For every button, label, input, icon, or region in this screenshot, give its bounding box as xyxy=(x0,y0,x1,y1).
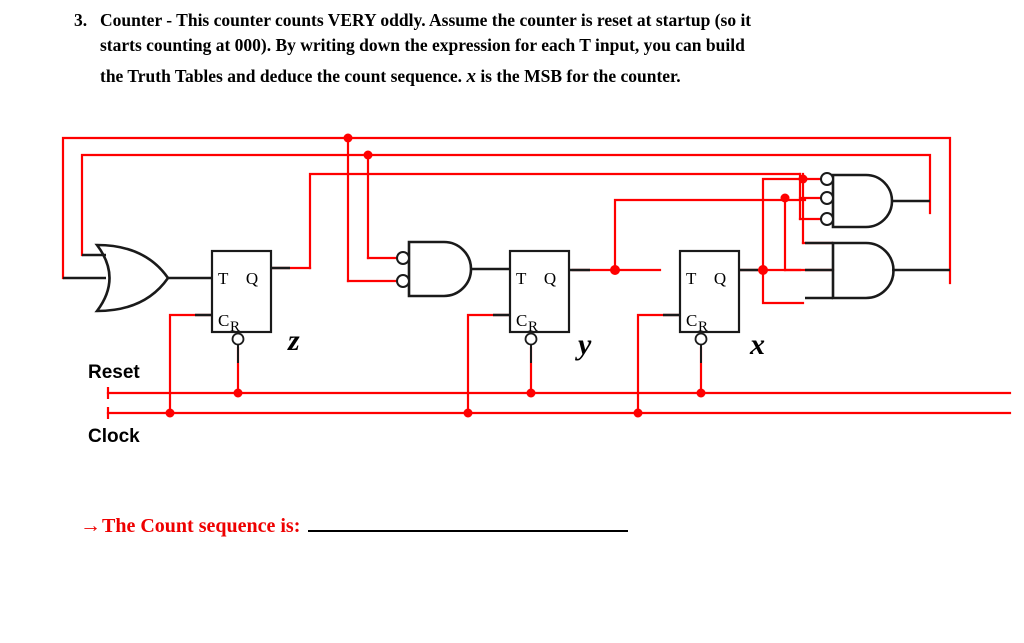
and-gate-2-body xyxy=(831,173,894,229)
or-gate-1-body xyxy=(94,243,170,313)
ff-x-state-label: x xyxy=(749,328,765,361)
question-text: Counter - This counter counts VERY oddly… xyxy=(100,8,954,91)
ff-z-box xyxy=(210,249,273,334)
junction-dot-reset-x xyxy=(696,388,706,398)
wire-x-q-to-and3-input3 xyxy=(761,268,805,305)
ff-x-reset-bubble xyxy=(694,332,708,346)
ff-x-pin-r: R xyxy=(698,319,708,335)
and-gate-2 xyxy=(820,172,930,229)
and-gate-3-body xyxy=(831,241,895,300)
feedback-wire-and3-to-or-input2 xyxy=(61,136,952,285)
ff-x-pin-c: C xyxy=(686,311,697,330)
ff-y-pin-t: T xyxy=(516,269,527,288)
wire-junction-dots xyxy=(165,133,808,418)
ff-y-state-label: y xyxy=(575,328,592,361)
ff-x: T Q C R x xyxy=(663,249,765,363)
wire-x-q-to-and2-input1 xyxy=(761,177,807,272)
and-gate-2-input3-bubble xyxy=(820,212,834,226)
ff-z-pin-c: C xyxy=(218,311,229,330)
and-gate-1-input1-bubble xyxy=(396,251,410,265)
junction-dot-busB-and1 xyxy=(363,150,373,160)
question-line-3-part1: the Truth Tables and deduce the count se… xyxy=(100,65,467,86)
ff-z-reset-bubble xyxy=(231,332,245,346)
and-gate-3 xyxy=(805,241,950,300)
arrow-right-icon: → xyxy=(80,513,101,537)
question-block: 3. Counter - This counter counts VERY od… xyxy=(74,8,954,91)
junction-dot-x-q xyxy=(758,265,768,275)
question-line-2: starts counting at 000). By writing down… xyxy=(100,34,745,55)
junction-dot-busA-and1 xyxy=(343,133,353,143)
and-gate-2-input2-bubble xyxy=(820,191,834,205)
msb-variable-label: x xyxy=(466,65,476,87)
ff-y-pin-q: Q xyxy=(544,269,556,288)
ff-z: T Q C R z xyxy=(195,249,300,363)
ff-z-pin-t: T xyxy=(218,269,229,288)
question-line-1: Counter - This counter counts VERY oddly… xyxy=(100,10,752,30)
junction-dot-y-q xyxy=(610,265,620,275)
circuit-svg: T Q C R z T Q C xyxy=(61,133,1012,447)
ff-z-state-label: z xyxy=(287,324,300,357)
question-row: 3. Counter - This counter counts VERY od… xyxy=(74,8,954,91)
junction-dot-reset-y xyxy=(526,388,536,398)
or-gate-1 xyxy=(63,243,212,313)
ff-x-pin-q: Q xyxy=(714,269,726,288)
wire-y-q-rail xyxy=(613,198,807,272)
ff-z-pin-q: Q xyxy=(246,269,258,288)
junction-dot-reset-z xyxy=(233,388,243,398)
and-gate-1-input2-bubble xyxy=(396,274,410,288)
junction-dot-and2-in1 xyxy=(798,174,808,184)
and-gate-1-body xyxy=(407,240,473,298)
question-number: 3. xyxy=(74,10,88,30)
ff-x-box xyxy=(678,249,741,334)
ff-z-pin-r: R xyxy=(230,319,240,335)
junction-dot-and2-in2 xyxy=(780,193,790,203)
junction-dot-clock-z xyxy=(165,408,175,418)
feedback-wire-and2-to-or-input1 xyxy=(80,153,932,257)
answer-prompt-label: The Count sequence is: xyxy=(102,515,301,537)
junction-dot-clock-y xyxy=(463,408,473,418)
wire-z-q-rail xyxy=(308,172,802,270)
and-gate-1 xyxy=(396,240,510,298)
wire-clock-to-ff-y-c xyxy=(466,313,512,415)
junction-dot-clock-x xyxy=(633,408,643,418)
and-gate-2-input1-bubble xyxy=(820,172,834,186)
counter-circuit-diagram: T Q C R z T Q C xyxy=(0,118,1024,468)
clock-label: Clock xyxy=(88,426,140,447)
question-line-3-part2: is the MSB for the counter. xyxy=(475,65,681,86)
ff-y-box xyxy=(508,249,571,334)
ff-y: T Q C R y xyxy=(493,249,592,363)
answer-blank-field[interactable] xyxy=(308,512,629,532)
question-line-3: the Truth Tables and deduce the count se… xyxy=(100,64,954,91)
reset-label: Reset xyxy=(88,362,140,383)
ff-y-pin-c: C xyxy=(516,311,527,330)
wire-clock-to-ff-z-c xyxy=(168,313,214,415)
ff-y-pin-r: R xyxy=(528,319,538,335)
ff-y-reset-bubble xyxy=(524,332,538,346)
answer-prompt: → The Count sequence is: xyxy=(80,512,629,538)
ff-x-pin-t: T xyxy=(686,269,697,288)
wire-clock-to-ff-x-c xyxy=(636,313,682,415)
